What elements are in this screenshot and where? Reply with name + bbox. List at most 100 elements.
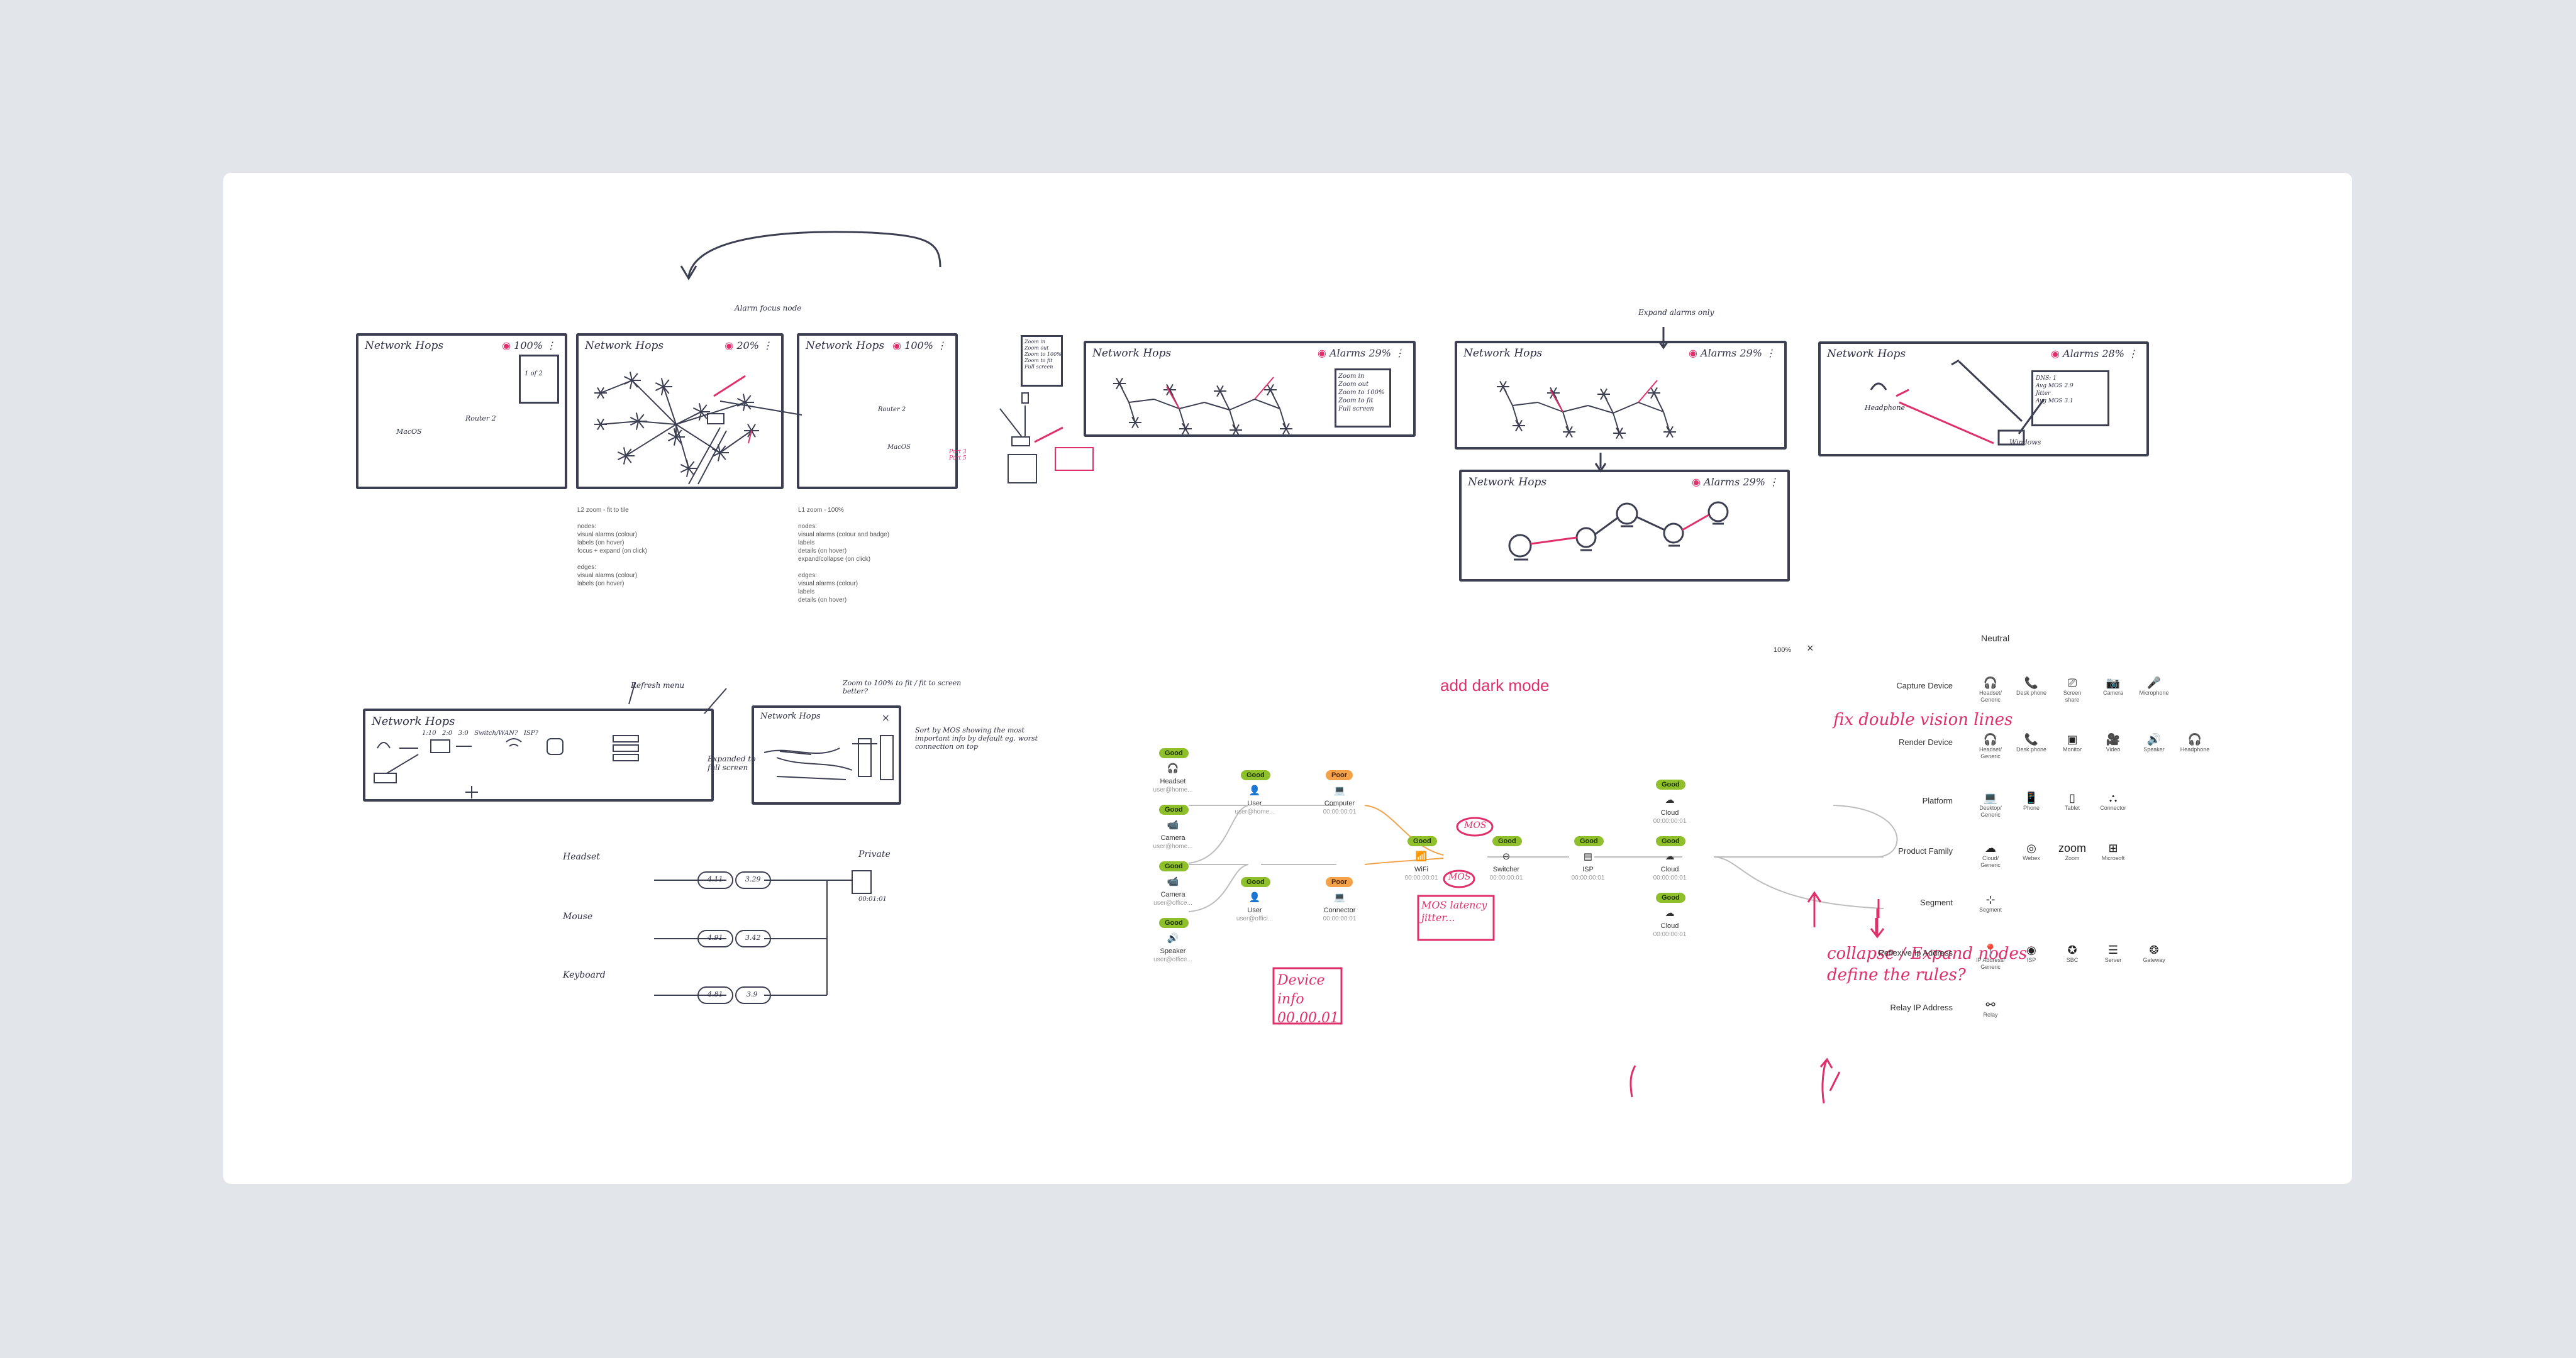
list-label-mouse: Mouse: [563, 912, 593, 922]
status-badge: Poor: [1326, 770, 1353, 780]
headphone-icon: 🎧: [2187, 733, 2202, 746]
icon-caption: Headset/ Generic: [1979, 690, 2002, 703]
phone-icon: 📞Desk phone: [2012, 732, 2050, 753]
diagram-close-button[interactable]: ×: [1807, 642, 1814, 654]
video-icon: 🎥: [2106, 733, 2121, 746]
sketch-frame-7[interactable]: Network Hops ◉ Alarms 28% ⋮ Headphone Wi…: [1818, 341, 2149, 456]
legend-row-label: Segment: [1919, 898, 1953, 907]
frame-title: Network Hops: [372, 715, 455, 728]
alarm-status: Alarms 29%: [1330, 347, 1391, 359]
headset-node-icon[interactable]: 🎧: [1167, 763, 1179, 774]
mos-pill: 4.11: [708, 875, 723, 883]
status-badge: Good: [1656, 893, 1685, 903]
alarm-status: Alarms 28%: [2063, 348, 2124, 360]
close-icon[interactable]: ×: [881, 712, 890, 724]
node-label-router: Router 2: [878, 406, 906, 413]
annotation-mos-top: MOS: [1464, 820, 1487, 831]
status-badge: Good: [1241, 877, 1270, 887]
icon-caption: Headset/ Generic: [1979, 746, 2002, 759]
icon-caption: IP Address/ Generic: [1976, 957, 2005, 970]
isp-icon: ◉ISP: [2012, 943, 2050, 964]
annotation-mos-latency: MOS latency jitter...: [1421, 899, 1487, 924]
zoom-icon: zoom: [2058, 842, 2086, 854]
speaker-node-icon[interactable]: 🔊: [1167, 933, 1179, 944]
frame-title: Network Hops: [806, 340, 885, 352]
status-badge: Good: [1159, 805, 1189, 815]
desktop-icon: 💻Desktop/ Generic: [1972, 791, 2009, 819]
sketch-frame-3[interactable]: Network Hops ◉ 100% ⋮ Router 2 MacOS Por…: [797, 333, 967, 489]
wifi-node-icon[interactable]: 📶: [1415, 851, 1428, 862]
note-line: edges:: [798, 572, 818, 579]
speaker-node-sub: user@office...: [1153, 956, 1192, 963]
microphone-icon: 🎤: [2146, 676, 2162, 689]
frame-toolbar[interactable]: ◉ 20% ⋮: [724, 340, 772, 351]
status-badge: Poor: [1326, 877, 1353, 887]
cloud1-node-icon[interactable]: ☁: [1665, 795, 1675, 805]
note-line: visual alarms (colour): [577, 531, 638, 538]
cloud3-node-icon[interactable]: ☁: [1665, 908, 1675, 919]
user2-node-icon[interactable]: 👤: [1248, 892, 1261, 903]
frame-toolbar[interactable]: ◉ Alarms 29% ⋮: [1688, 347, 1775, 359]
cloud3-node-label: Cloud: [1660, 922, 1679, 930]
cloud2-node-icon[interactable]: ☁: [1665, 851, 1675, 862]
status-badge: Good: [1574, 836, 1604, 846]
user1-node-sub: user@home...: [1235, 809, 1275, 815]
node-label-headphone: Headphone: [1865, 404, 1906, 412]
webex-icon: ◎: [2026, 842, 2036, 854]
tablet-icon: ▯Tablet: [2053, 791, 2091, 812]
frame-toolbar[interactable]: ◉ Alarms 29% ⋮: [1317, 347, 1404, 359]
status-badge: Good: [1159, 861, 1189, 871]
computer-node-icon[interactable]: 💻: [1333, 785, 1346, 796]
frame-title: Network Hops: [1468, 476, 1547, 489]
mos-pill: 4.81: [708, 990, 723, 998]
sketch-frame-1[interactable]: Network Hops ◉ 100% ⋮ MacOS Router 2 1 o…: [356, 333, 567, 489]
computer-node-label: Computer: [1324, 800, 1355, 807]
sketch-frame-9[interactable]: Network Hops ×: [752, 705, 901, 805]
camera2-node-icon[interactable]: 📹: [1167, 876, 1179, 887]
icon-caption: Microsoft: [2101, 855, 2125, 861]
cloud2-node-label: Cloud: [1660, 866, 1679, 873]
annotation-refresh-menu: Refresh menu: [631, 681, 685, 690]
sketch-frame-8[interactable]: Network Hops 1:10 2:0 3:0 Switch/WAN? IS…: [363, 709, 714, 802]
relay-icon: ⚯Relay: [1972, 998, 2009, 1018]
icon-caption: Segment: [1979, 907, 2002, 913]
sketch-frame-4[interactable]: Network Hops ◉ Alarms 29% ⋮ Zoom in Zoom…: [1084, 341, 1416, 437]
legend-neutral: Neutral: [1981, 633, 2010, 643]
annotation-expand-alarms: Expand alarms only: [1638, 308, 1714, 317]
mos-pill: 3.9: [747, 990, 758, 998]
camera2-node-label: Camera: [1160, 891, 1185, 898]
switcher-node-icon[interactable]: ⊖: [1502, 851, 1511, 862]
connector-icon: ⛬: [2109, 792, 2118, 804]
mobile-icon: 📱Phone: [2012, 791, 2050, 812]
camera1-node-icon[interactable]: 📹: [1167, 820, 1179, 831]
whiteboard-canvas[interactable]: Network Hops ◉ 100% ⋮ MacOS Router 2 1 o…: [223, 173, 2352, 1184]
phone-icon: 📞: [2024, 733, 2039, 746]
icon-caption: Gateway: [2143, 957, 2165, 963]
frame-toolbar[interactable]: ◉ 100% ⋮: [502, 340, 556, 351]
frame-toolbar[interactable]: ◉ 100% ⋮: [892, 340, 947, 351]
user1-node-icon[interactable]: 👤: [1248, 785, 1261, 796]
connector-node-icon[interactable]: 💻: [1333, 892, 1346, 903]
sketch-frame-5[interactable]: Network Hops ◉ Alarms 29% ⋮: [1455, 341, 1787, 450]
cloud-icon: ☁: [1985, 842, 1996, 854]
note-line: edges:: [577, 564, 597, 571]
isp-node-icon[interactable]: ▤: [1583, 851, 1593, 862]
frame-toolbar[interactable]: ◉ Alarms 28% ⋮: [2050, 348, 2138, 360]
gateway-icon: ❂Gateway: [2135, 943, 2173, 964]
desktop-icon: 💻: [1983, 792, 1998, 804]
headset-icon: 🎧Headset/ Generic: [1972, 676, 2009, 704]
sketch-frame-6[interactable]: Network Hops ◉ Alarms 29% ⋮: [1459, 470, 1790, 582]
alarm-icon: ◉: [1317, 347, 1326, 359]
note-line: L2 zoom - fit to tile: [577, 507, 629, 514]
zoom-menu[interactable]: Zoom in Zoom out Zoom to 100% Zoom to fi…: [1335, 368, 1391, 428]
annotation-zoom-100: Zoom to 100% to fit / fit to screen bett…: [843, 679, 962, 695]
phone-icon: 📞: [2024, 676, 2039, 689]
icon-caption: Video: [2106, 746, 2121, 753]
notes-l1: L1 zoom - 100% nodes:visual alarms (colo…: [798, 506, 889, 604]
icon-caption: Phone: [2023, 805, 2040, 811]
sketch-frame-2[interactable]: Network Hops ◉ 20% ⋮: [576, 333, 784, 489]
notes-l2: L2 zoom - fit to tile nodes:visual alarm…: [577, 506, 647, 588]
frame-toolbar[interactable]: ◉ Alarms 29% ⋮: [1691, 476, 1779, 488]
screen-icon: ⎚: [2067, 676, 2077, 689]
